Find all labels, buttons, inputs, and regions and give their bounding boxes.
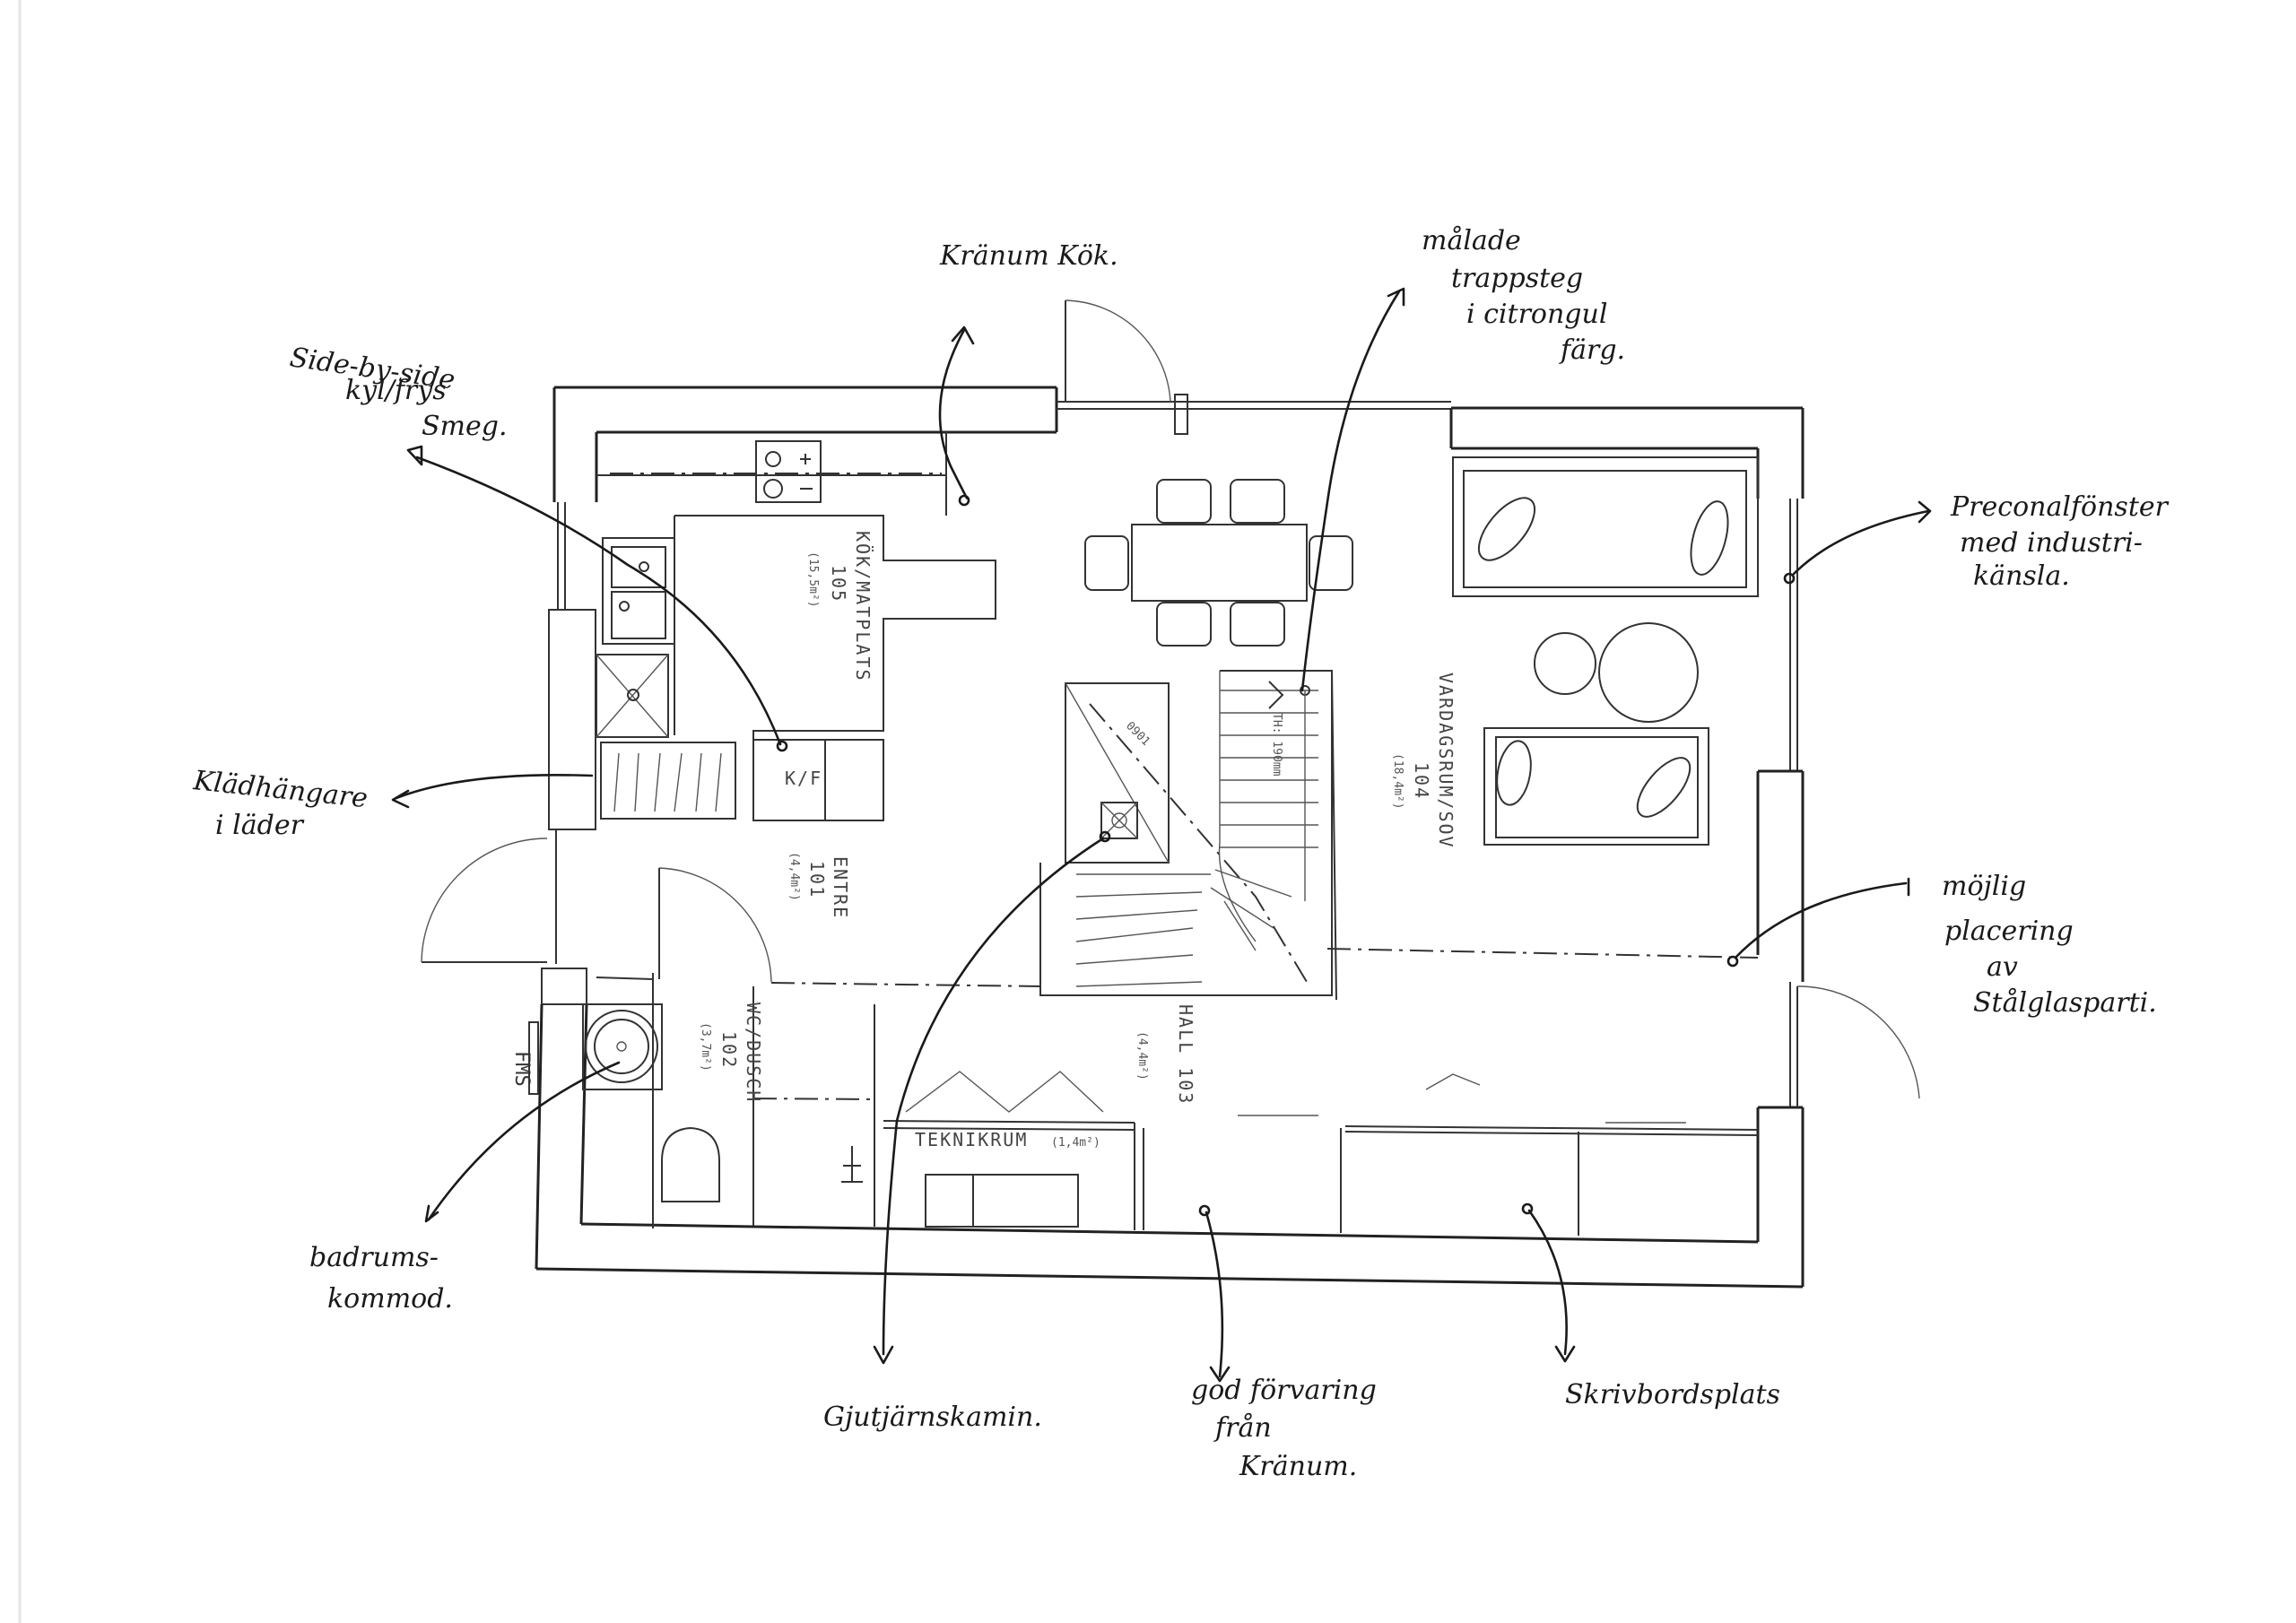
room-number-entre: 101 — [806, 861, 828, 898]
note-malade-1: målade — [1422, 225, 1521, 256]
outer-walls — [528, 386, 1805, 1289]
note-mojlig-4: Stålglasparti. — [1973, 987, 2157, 1019]
note-gjutjarnskamin: Gjutjärnskamin. — [823, 1402, 1042, 1433]
interior-walls — [596, 948, 1759, 1236]
room-number-wc: 102 — [718, 1031, 740, 1069]
annotations: Kränum Kök. Side-by-side kyl/frys Smeg. … — [191, 225, 2169, 1482]
room-label-entre: ENTRE — [830, 856, 851, 919]
note-badrums-1: badrums- — [309, 1242, 439, 1273]
doors — [421, 299, 1920, 1107]
note-preconal-2: med industri- — [1960, 527, 2143, 559]
note-side-by-side-2: kyl/frys — [345, 375, 447, 406]
note-badrums-2: kommod. — [327, 1283, 453, 1315]
room-labels: KÖK/MATPLATS 105 (15,5m²) ENTRE 101 (4,4… — [510, 531, 1457, 1150]
wc-fixtures — [582, 1003, 863, 1202]
stair-height-label: TH: 190mm — [1270, 713, 1283, 777]
room-label-kok: KÖK/MATPLATS — [852, 531, 874, 682]
note-forvaring-3: Kränum. — [1239, 1451, 1357, 1482]
fms-label: FMS — [510, 1051, 533, 1087]
note-malade-4: färg. — [1559, 334, 1625, 366]
room-area-kok: (15,5m²) — [806, 551, 820, 608]
note-malade-3: i citrongul — [1466, 299, 1607, 330]
annotation-leaders — [391, 287, 1932, 1383]
room-area-wc: (3,7m²) — [699, 1022, 712, 1072]
note-side-by-side-3: Smeg. — [422, 411, 508, 442]
note-forvaring-2: från — [1213, 1412, 1272, 1444]
room-area-teknikrum: (1,4m²) — [1051, 1136, 1100, 1150]
note-preconal-3: känsla. — [1973, 560, 2070, 592]
note-malade-2: trappsteg — [1451, 263, 1583, 294]
room-label-hall: HALL 103 — [1175, 1004, 1196, 1105]
note-skrivbordsplats: Skrivbordsplats — [1565, 1379, 1780, 1410]
fridge-label: K/F — [785, 768, 822, 789]
room-area-vardagsrum: (18,4m²) — [1391, 753, 1405, 810]
note-kladhangare-2: i läder — [215, 810, 305, 841]
note-mojlig-2: placering — [1944, 916, 2074, 947]
note-kladhangare-1: Klädhängare — [191, 765, 369, 814]
stair-mark-label: 0901 — [1123, 719, 1152, 749]
room-area-hall: (4,4m²) — [1135, 1031, 1149, 1081]
room-number-kok: 105 — [828, 565, 849, 603]
kitchen-fixtures — [596, 432, 996, 821]
note-forvaring-1: god förvaring — [1191, 1375, 1377, 1406]
note-kranum-kok: Kränum Kök. — [939, 240, 1118, 272]
room-number-vardagsrum: 104 — [1411, 762, 1432, 800]
dining-table — [1084, 479, 1353, 647]
staircase — [1039, 670, 1337, 1001]
note-mojlig-3: av — [1987, 951, 2018, 983]
room-area-entre: (4,4m²) — [787, 852, 801, 901]
room-label-wc: WC/DUSCH — [743, 1002, 764, 1103]
note-preconal-1: Preconalfönster — [1950, 491, 2170, 523]
living-room-furniture — [1452, 456, 1759, 846]
room-label-vardagsrum: VARDAGSRUM/SOV — [1435, 673, 1457, 849]
room-label-teknikrum: TEKNIKRUM — [915, 1129, 1028, 1150]
note-mojlig-1: möjlig — [1942, 871, 2026, 902]
